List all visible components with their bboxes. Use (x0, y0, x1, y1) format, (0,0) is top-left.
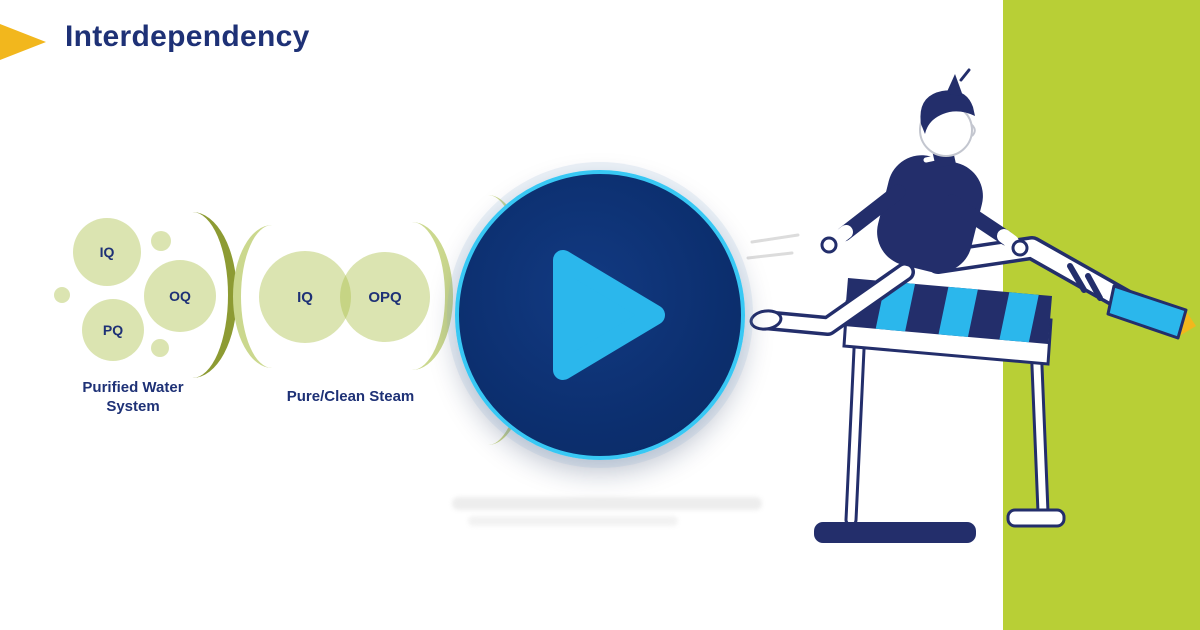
decorative-dot (54, 287, 70, 303)
caption-line: System (106, 397, 160, 415)
water-system-caption: Purified Water System (53, 379, 213, 417)
arc-open-light (233, 225, 311, 368)
person (749, 68, 1196, 340)
hurdle (814, 278, 1066, 543)
circle-label: OPQ (368, 288, 402, 306)
hair-quiff (946, 74, 963, 96)
slide-title: Interdependency (65, 20, 310, 53)
title-arrow-icon (0, 24, 46, 60)
back-shoe (749, 309, 783, 331)
front-shoe (1106, 284, 1188, 340)
arc-close-dark (148, 212, 237, 378)
circle-label: IQ (99, 244, 115, 260)
hurdler-illustration (746, 68, 1196, 543)
circle-iq-water: IQ (73, 218, 141, 286)
hurdle-base-right (1006, 508, 1066, 528)
nose (970, 123, 976, 137)
caption-line: Purified Water (82, 379, 184, 396)
front-hand (1011, 239, 1029, 257)
steam-caption: Pure/Clean Steam (286, 388, 415, 405)
hair (920, 90, 975, 134)
torso (877, 155, 983, 273)
play-button[interactable] (455, 170, 745, 460)
circle-iq-steam: IQ (259, 251, 351, 343)
blurred-text-line (468, 516, 678, 526)
hurdle-base-left (814, 522, 976, 543)
circle-label: PQ (102, 322, 124, 338)
circle-label: IQ (297, 288, 313, 306)
speed-lines (746, 233, 800, 260)
circle-pq-water: PQ (82, 299, 144, 361)
back-hand (820, 236, 838, 254)
hair-spike (959, 68, 971, 82)
circle-opq-steam: OPQ (340, 252, 430, 342)
play-icon (553, 250, 665, 380)
blurred-text-line (452, 497, 762, 510)
